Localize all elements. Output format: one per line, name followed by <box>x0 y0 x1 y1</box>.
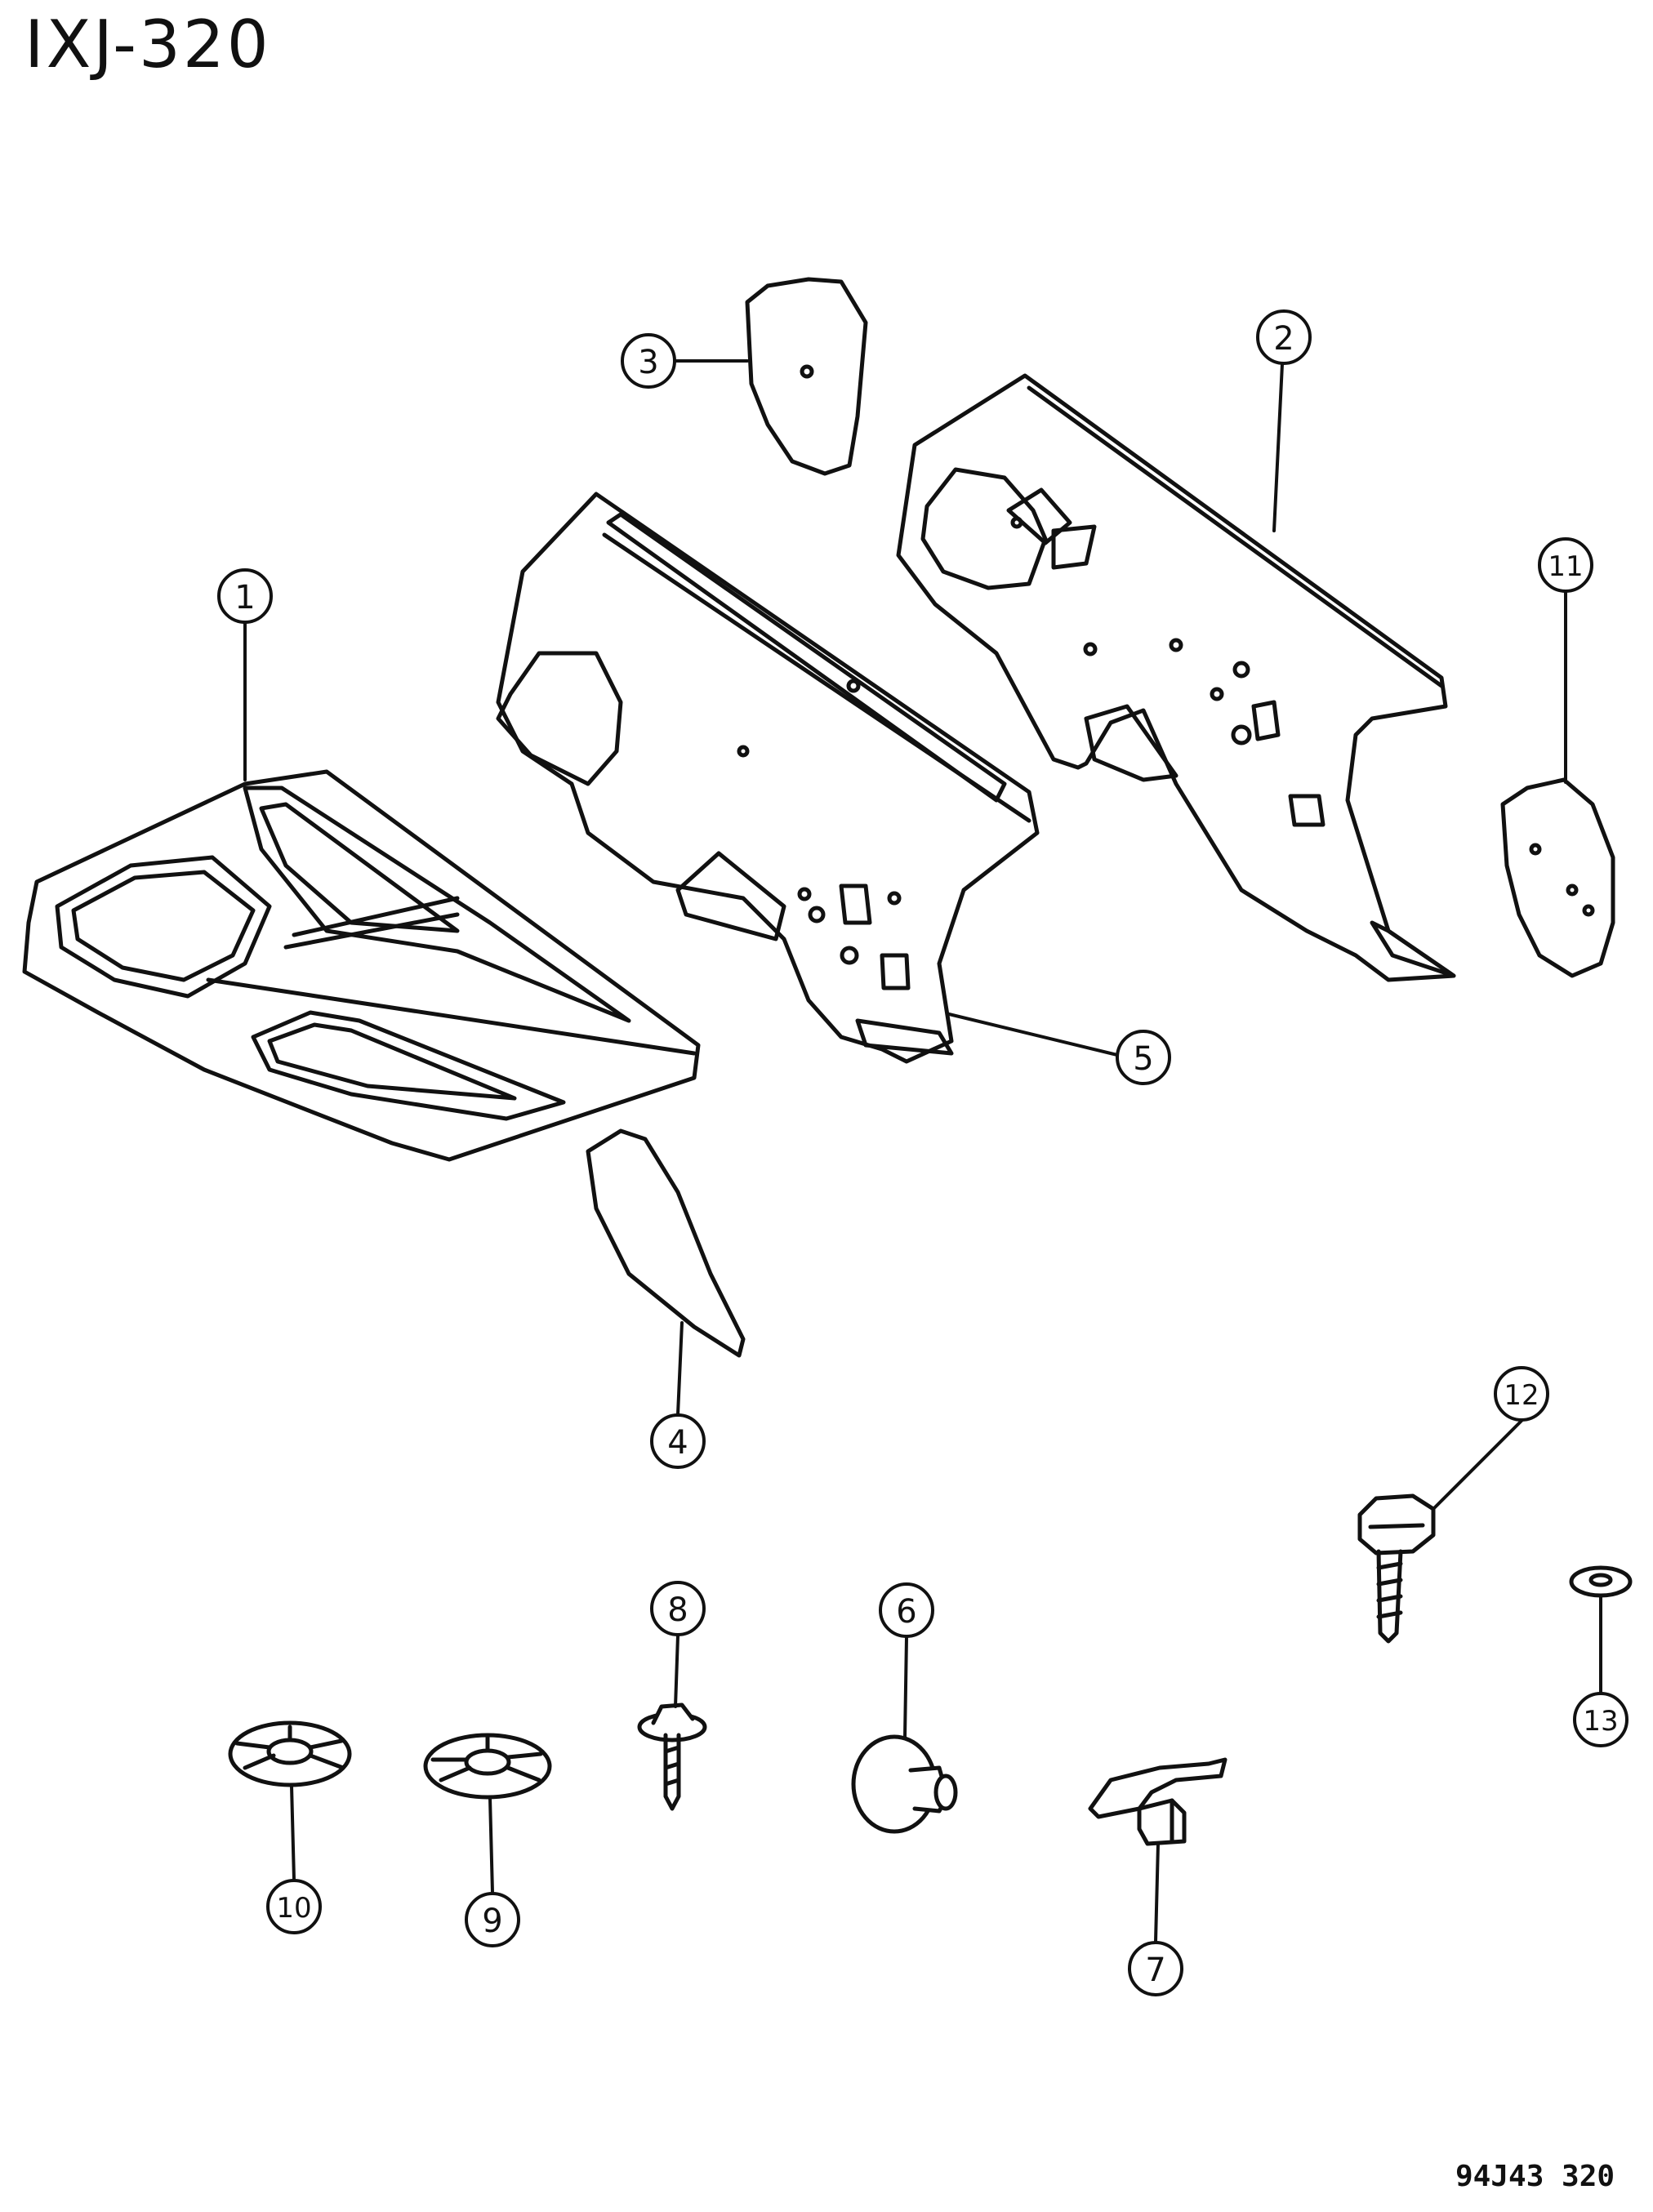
callout-11 <box>1538 537 1593 593</box>
part-9-push-nut <box>423 1733 552 1800</box>
callout-label-5: 5 <box>1133 1040 1153 1078</box>
callout-7 <box>1128 1941 1183 1996</box>
part-12-hex-bolt <box>1357 1493 1436 1644</box>
callout-label-12: 12 <box>1504 1379 1539 1412</box>
part-7-clip <box>1088 1757 1227 1846</box>
callout-label-6: 6 <box>896 1593 916 1631</box>
callout-label-2: 2 <box>1273 320 1294 358</box>
callout-1 <box>217 568 273 624</box>
callout-label-10: 10 <box>276 1892 311 1925</box>
callout-label-1: 1 <box>234 579 255 616</box>
part-5-dash-silencer <box>496 492 1040 1064</box>
callout-label-9: 9 <box>482 1903 502 1940</box>
diagram-code: 94J43 320 <box>1455 2160 1615 2193</box>
part-13-washer <box>1569 1565 1633 1598</box>
part-4-pad <box>586 1128 746 1358</box>
callout-5 <box>1116 1030 1171 1085</box>
part-8-screw <box>637 1702 707 1811</box>
callout-12 <box>1494 1366 1549 1422</box>
callout-3 <box>621 333 676 389</box>
callout-label-3: 3 <box>638 344 658 381</box>
callout-6 <box>879 1582 934 1638</box>
callout-10 <box>266 1879 322 1934</box>
callout-label-8: 8 <box>667 1591 688 1629</box>
part-1-hood-insulator <box>22 769 701 1162</box>
callout-4 <box>650 1413 706 1469</box>
callout-label-4: 4 <box>667 1424 688 1462</box>
callout-8 <box>650 1581 706 1636</box>
part-10-push-nut <box>228 1720 352 1787</box>
part-6-bumper <box>851 1734 958 1834</box>
callout-label-11: 11 <box>1548 550 1583 583</box>
part-2-dash-silencer-rear <box>896 373 1456 982</box>
callout-13 <box>1573 1692 1628 1747</box>
leader-lines <box>243 359 1602 1943</box>
callout-9 <box>465 1892 520 1947</box>
callout-2 <box>1256 309 1312 365</box>
callout-label-13: 13 <box>1583 1705 1618 1738</box>
part-3-pad <box>745 277 868 476</box>
part-11-pad <box>1500 777 1615 978</box>
callout-label-7: 7 <box>1145 1952 1165 1989</box>
diagram-title: IXJ-320 <box>25 7 271 82</box>
